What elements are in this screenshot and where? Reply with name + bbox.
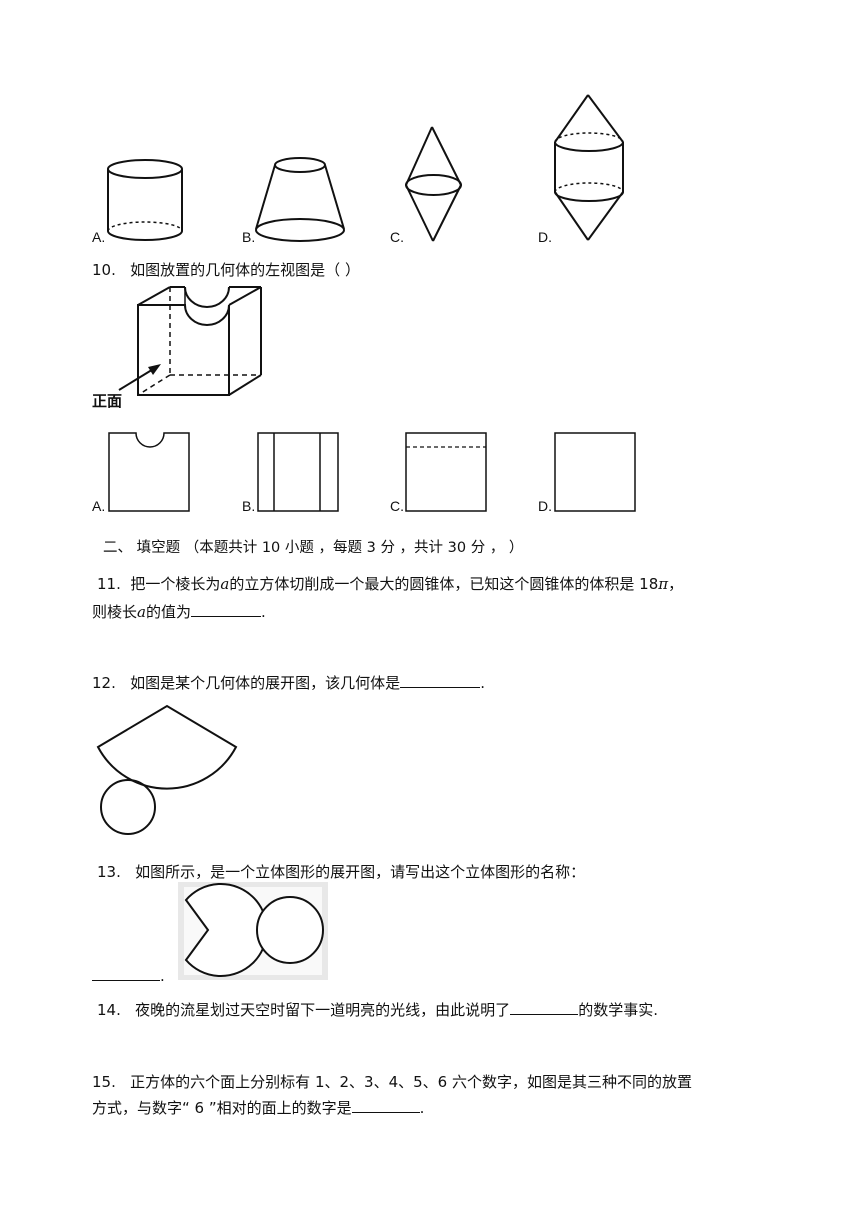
q11-text-e: 的值为 (145, 603, 191, 621)
q11-text-a: 把一个棱长为 (130, 575, 221, 593)
q13-end: . (160, 967, 165, 985)
q12-answer-blank[interactable] (400, 673, 481, 688)
q15-line2: 方式，与数字“ 6 ”相对的面上的数字是. (92, 1098, 424, 1118)
q10-figure-c (405, 432, 487, 512)
q9-figure-d-cylinder-with-cones (554, 94, 624, 241)
q9-option-a-label[interactable]: A. (92, 229, 106, 245)
q11-end: . (260, 603, 266, 621)
q10-figure-d (554, 432, 636, 512)
q9-figure-c-double-cone (405, 126, 462, 242)
q9-option-c-label[interactable]: C. (390, 229, 404, 245)
q12-text: 如图是某个几何体的展开图，该几何体是 (130, 674, 401, 692)
q13-question: 13. 如图所示，是一个立体图形的展开图，请写出这个立体图形的名称： (97, 862, 585, 882)
q11-pi: π (658, 575, 669, 593)
q11-number: 11. (97, 575, 121, 593)
q15-text-2: 方式，与数字“ 6 ”相对的面上的数字是 (92, 1099, 352, 1117)
q14-number: 14. (97, 1001, 121, 1019)
q12-question: 12. 如图是某个几何体的展开图，该几何体是. (92, 673, 485, 693)
q10-number: 10. (92, 261, 116, 279)
q15-line1: 15. 正方体的六个面上分别标有 1、2、3、4、5、6 六个数字，如图是其三种… (92, 1072, 692, 1092)
q14-text-b: 的数学事实. (578, 1001, 658, 1019)
q13-answer-blank[interactable] (92, 966, 160, 981)
q12-net-figure (96, 704, 238, 835)
q9-option-b-label[interactable]: B. (242, 229, 256, 245)
q11-var-a: a (220, 575, 230, 593)
q11-var-a-2: a (137, 603, 146, 621)
section2-title: 二、 填空题 （本题共计 10 小题 ，每题 3 分 ，共计 30 分 ， ） (103, 540, 524, 556)
q11-text-c: ， (668, 575, 684, 593)
q15-answer-blank[interactable] (351, 1098, 420, 1113)
q9-figure-b-frustum (255, 157, 345, 242)
q10-figure-b (257, 432, 339, 512)
q14-text-a: 夜晚的流星划过天空时留下一道明亮的光线，由此说明了 (135, 1001, 511, 1019)
q15-end: . (419, 1099, 425, 1117)
q12-number: 12. (92, 674, 116, 692)
q11-line2: 则棱长a的值为. (92, 602, 266, 622)
q15-number: 15. (92, 1073, 116, 1091)
q10-solid-figure (137, 286, 262, 396)
q10-front-label: 正面 (92, 392, 123, 410)
q11-text-d: 则棱长 (92, 603, 138, 621)
q10-option-a-label[interactable]: A. (92, 498, 106, 514)
q13-answer-line: . (92, 966, 165, 986)
q12-end: . (480, 674, 485, 692)
q15-text-1: 正方体的六个面上分别标有 1、2、3、4、5、6 六个数字，如图是其三种不同的放… (130, 1073, 692, 1091)
q9-figure-a-cylinder (107, 159, 183, 241)
q14-answer-blank[interactable] (510, 1000, 579, 1015)
q11-line1: 11. 把一个棱长为a的立方体切削成一个最大的圆锥体，已知这个圆锥体的体积是 1… (97, 574, 683, 594)
q10-option-d-label[interactable]: D. (538, 498, 552, 514)
q13-net-figure (178, 882, 328, 980)
q9-option-d-label[interactable]: D. (538, 229, 552, 245)
q11-answer-blank[interactable] (190, 602, 261, 617)
q14-question: 14. 夜晚的流星划过天空时留下一道明亮的光线，由此说明了 的数学事实. (97, 1000, 658, 1020)
q10-front-arrow (118, 364, 161, 391)
q11-text-b: 的立方体切削成一个最大的圆锥体，已知这个圆锥体的体积是 18 (229, 575, 659, 593)
q13-text: 如图所示，是一个立体图形的展开图，请写出这个立体图形的名称： (135, 863, 586, 881)
q13-number: 13. (97, 863, 121, 881)
q10-option-c-label[interactable]: C. (390, 498, 404, 514)
q10-option-b-label[interactable]: B. (242, 498, 256, 514)
q10-question: 10. 如图放置的几何体的左视图是（ ） (92, 260, 360, 280)
q10-figure-a (108, 432, 190, 512)
q10-text: 如图放置的几何体的左视图是（ ） (130, 261, 360, 279)
